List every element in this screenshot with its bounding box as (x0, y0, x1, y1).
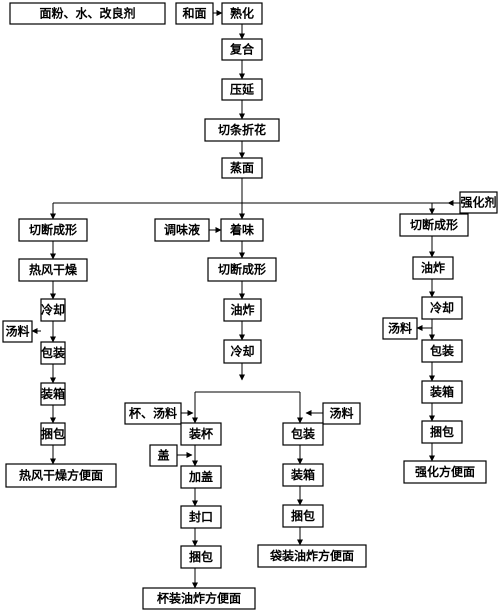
node-left-cut-label: 切断成形 (29, 222, 77, 237)
node-right-soup-label: 汤料 (388, 321, 412, 336)
node-left-cool: 冷却 (40, 298, 66, 322)
node-bag-pack-label: 包装 (290, 426, 315, 441)
node-left-bundle-label: 捆包 (41, 426, 65, 441)
node-mix: 和面 (175, 2, 214, 25)
node-seasoning-liquid-label: 调味液 (164, 222, 200, 237)
node-left-soup-label: 汤料 (5, 324, 29, 339)
node-mix-label: 和面 (181, 6, 206, 21)
node-right-cut-label: 切断成形 (410, 217, 458, 232)
node-right-product: 强化方便面 (403, 460, 487, 484)
node-right-box-label: 装箱 (429, 384, 454, 399)
node-mature: 熟化 (221, 2, 263, 25)
node-hot-air-dry: 热风干燥 (18, 258, 88, 282)
node-cup-bundle-label: 捆包 (189, 549, 213, 564)
node-right-pack-label: 包装 (429, 343, 454, 358)
node-steam: 蒸面 (221, 157, 263, 179)
node-mid-fry: 油炸 (223, 298, 262, 322)
node-left-bundle: 捆包 (40, 422, 66, 446)
node-hot-air-dry-label: 热风干燥 (29, 262, 78, 277)
node-right-product-label: 强化方便面 (415, 464, 475, 479)
node-cut-fold-label: 切条折花 (218, 122, 266, 137)
node-mature-label: 熟化 (230, 6, 254, 21)
node-bag-product-label: 袋装油炸方便面 (269, 548, 354, 563)
node-add-lid-label: 加盖 (188, 469, 213, 484)
node-left-pack-label: 包装 (40, 345, 65, 360)
node-left-product: 热风干燥方便面 (5, 463, 117, 488)
node-compound-label: 复合 (229, 42, 255, 57)
node-bag-soup-label: 汤料 (329, 406, 353, 421)
node-lid: 盖 (149, 444, 178, 467)
node-seal-label: 封口 (189, 509, 213, 524)
node-cup-product-label: 杯装油炸方便面 (157, 591, 241, 606)
node-compound: 复合 (221, 38, 263, 61)
node-right-bundle-label: 捆包 (430, 424, 454, 439)
node-ingredients-label: 面粉、水、改良剂 (39, 6, 135, 21)
node-left-box-label: 装箱 (40, 386, 65, 401)
node-right-fry: 油炸 (412, 256, 454, 280)
node-left-product-label: 热风干燥方便面 (19, 468, 103, 483)
node-right-bundle: 捆包 (421, 420, 463, 444)
node-roll: 压延 (221, 78, 263, 101)
node-bag-box: 装箱 (282, 463, 324, 487)
node-flavor: 着味 (220, 218, 264, 242)
node-fortifier-label: 强化剂 (460, 195, 496, 210)
node-bag-product: 袋装油炸方便面 (257, 544, 367, 568)
node-right-box: 装箱 (421, 380, 463, 404)
node-right-cool-label: 冷却 (430, 300, 454, 315)
node-right-soup: 汤料 (382, 317, 418, 340)
node-lid-label: 盖 (157, 448, 169, 463)
node-left-cut: 切断成形 (18, 218, 88, 242)
node-cup-fill-label: 装杯 (188, 426, 214, 441)
node-left-soup: 汤料 (2, 320, 33, 343)
node-bag-soup: 汤料 (322, 402, 361, 425)
node-bag-bundle-label: 捆包 (291, 508, 315, 523)
node-cup-fill: 装杯 (180, 422, 222, 446)
node-add-lid: 加盖 (180, 465, 222, 489)
node-right-cut: 切断成形 (399, 213, 469, 237)
node-bag-pack: 包装 (282, 422, 324, 446)
node-cup-soup-label: 杯、汤料 (129, 406, 177, 421)
node-mid-cut-label: 切断成形 (218, 262, 266, 277)
node-roll-label: 压延 (230, 82, 255, 97)
node-left-box: 装箱 (40, 382, 66, 406)
node-fortifier: 强化剂 (459, 191, 498, 214)
node-seasoning-liquid: 调味液 (154, 218, 210, 242)
node-left-pack: 包装 (40, 341, 66, 365)
node-right-fry-label: 油炸 (421, 260, 445, 275)
node-steam-label: 蒸面 (230, 160, 254, 175)
node-cut-fold: 切条折花 (204, 118, 280, 142)
node-mid-cool: 冷却 (223, 339, 262, 364)
flow-connectors (31, 10, 462, 589)
node-mid-cut: 切断成形 (207, 257, 277, 282)
node-right-pack: 包装 (421, 339, 463, 363)
node-left-cool-label: 冷却 (41, 302, 65, 317)
node-cup-soup: 杯、汤料 (124, 402, 182, 425)
node-cup-product: 杯装油炸方便面 (142, 587, 256, 610)
node-right-cool: 冷却 (421, 296, 463, 320)
node-flavor-label: 着味 (229, 222, 254, 237)
node-seal: 封口 (180, 505, 222, 529)
node-ingredients: 面粉、水、改良剂 (9, 2, 166, 25)
node-cup-bundle: 捆包 (180, 545, 222, 569)
node-mid-cool-label: 冷却 (230, 344, 254, 359)
node-mid-fry-label: 油炸 (230, 302, 254, 317)
node-bag-box-label: 装箱 (290, 467, 315, 482)
node-bag-bundle: 捆包 (282, 504, 324, 528)
